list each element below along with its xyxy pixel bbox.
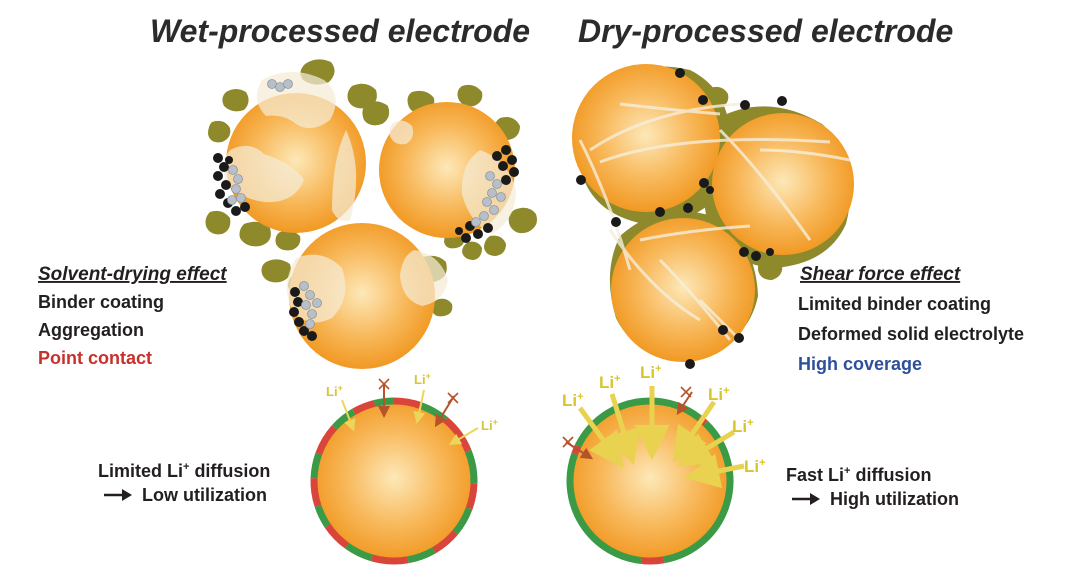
dry-effect-heading: Shear force effect	[800, 264, 961, 285]
poor-contact-segment	[315, 425, 338, 455]
good-contact-segment	[566, 452, 643, 565]
dry-diffusion-line2: High utilization	[830, 489, 959, 509]
poor-contact-segment	[324, 523, 350, 549]
good-contact-segment	[452, 507, 473, 535]
dry-arrow-icon	[792, 493, 820, 505]
dry-diffusion-caption: Fast Li+ diffusion High utilization	[786, 465, 959, 509]
dry-title: Dry-processed electrode	[578, 13, 953, 49]
good-contact-segment	[574, 397, 651, 448]
dry-effect-item-limited-binder: Limited binder coating	[798, 294, 991, 314]
good-contact-segment	[407, 547, 436, 564]
good-contact-segment	[310, 452, 323, 479]
dry-li-label-4: Li+	[708, 385, 730, 404]
wet-li-label-3: Li+	[481, 417, 498, 433]
dry-cluster	[572, 64, 854, 369]
wet-arrow-icon	[104, 489, 132, 501]
dry-particle-bottom	[611, 218, 755, 362]
wet-diffusion-line2: Low utilization	[142, 485, 267, 505]
dry-effect-high-coverage: High coverage	[798, 354, 922, 374]
dry-li-label-1: Li+	[562, 391, 584, 410]
poor-contact-segment	[370, 554, 409, 565]
good-contact-segment	[314, 504, 331, 528]
dry-particle-top-left	[572, 64, 720, 212]
wet-cluster	[205, 59, 537, 369]
wet-effect-item-binder-coating: Binder coating	[38, 292, 164, 312]
wet-blocked-marks	[378, 378, 459, 404]
dry-effect-item-deformed-electrolyte: Deformed solid electrolyte	[798, 324, 1024, 344]
dry-particle-right	[712, 113, 854, 255]
good-contact-segment	[331, 408, 356, 430]
poor-contact-segment	[641, 556, 665, 565]
dry-blocked-marks	[562, 386, 692, 448]
dry-effects-legend: Shear force effect Limited binder coatin…	[798, 264, 1024, 374]
wet-diffusion-line1: Limited Li+ diffusion	[98, 461, 270, 481]
wet-effect-point-contact: Point contact	[38, 348, 152, 368]
wet-binder-dots	[227, 79, 506, 329]
poor-contact-segment	[310, 478, 322, 507]
dry-li-label-6: Li+	[744, 457, 766, 476]
wet-li-label-1: Li+	[326, 383, 343, 399]
wet-title: Wet-processed electrode	[150, 13, 530, 49]
wet-li-label-2: Li+	[414, 371, 431, 387]
wet-effect-item-aggregation: Aggregation	[38, 320, 144, 340]
wet-single-particle: Li+ Li+ Li+	[310, 371, 498, 565]
dry-carbon-particles	[576, 68, 787, 369]
dry-li-label-5: Li+	[732, 417, 754, 436]
wet-diffusion-caption: Limited Li+ diffusion Low utilization	[98, 461, 270, 505]
wet-effects-legend: Solvent-drying effect Binder coating Agg…	[38, 264, 227, 368]
poor-contact-segment	[465, 483, 478, 510]
wet-effect-heading: Solvent-drying effect	[38, 264, 227, 285]
dry-binder-fibrils	[578, 102, 851, 342]
wet-solid-electrolyte-particles	[205, 59, 537, 317]
dry-active-particles	[572, 64, 854, 362]
dry-li-label-2: Li+	[599, 373, 621, 392]
dry-diffusion-line1: Fast Li+ diffusion	[786, 465, 931, 485]
good-contact-segment	[464, 449, 478, 484]
dry-li-label-3: Li+	[640, 363, 662, 382]
poor-contact-segment	[352, 399, 376, 415]
poor-contact-segment	[432, 530, 458, 554]
good-contact-segment	[344, 542, 374, 562]
dry-single-particle: Li+ Li+ Li+ Li+ Li+ Li+	[562, 363, 766, 565]
